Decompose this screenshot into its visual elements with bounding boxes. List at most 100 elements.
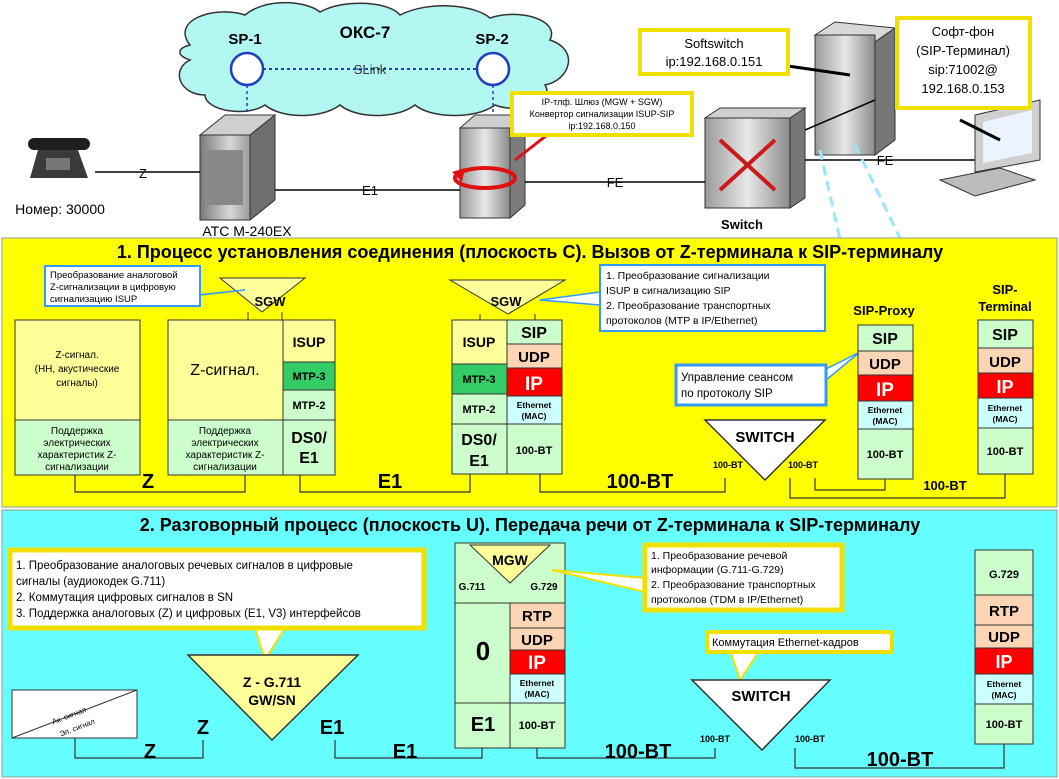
sip-terminal-label-2: Terminal	[978, 299, 1031, 314]
atc-cabinet-icon	[198, 113, 277, 222]
gw-ds0: DS0/	[461, 432, 497, 449]
cloud-title: ОКС-7	[340, 23, 391, 42]
s2-switch-bt-right: 100-BT	[795, 734, 826, 744]
switch-icon	[703, 107, 807, 209]
atc-mtp3-cell	[282, 361, 336, 391]
s1-switch-triangle	[703, 419, 827, 482]
s2-rtp: RTP	[522, 608, 552, 625]
s2-t-rtp-cell	[974, 594, 1034, 626]
zterm-bottom-3: характеристик Z-	[38, 450, 117, 461]
s1-link-bt	[539, 474, 726, 493]
switch-label: Switch	[721, 217, 763, 232]
s2-t-ip-cell	[974, 647, 1034, 675]
softphone-callout	[895, 16, 1032, 110]
s1-link-e1	[299, 474, 471, 493]
proxy-eth-2: (MAC)	[872, 416, 897, 426]
atc-isup: ISUP	[293, 334, 326, 350]
gateway-line3: ip:192.168.0.150	[568, 121, 635, 131]
sip-callout	[674, 363, 828, 407]
term-eth-2: (MAC)	[992, 414, 1017, 424]
link-fe2-label: FE	[877, 153, 894, 168]
gw-bt: 100-BT	[516, 445, 553, 457]
gateway-server-icon	[452, 113, 527, 220]
s2-bt-cell	[509, 702, 566, 749]
s2-t-g729: G.729	[989, 569, 1019, 581]
section2-title: 2. Разговорный процесс (плоскость U). Пе…	[140, 515, 921, 535]
atc-mtp2-cell	[282, 389, 336, 421]
atc-bottom-3: характеристик Z-	[186, 450, 265, 461]
s2-t-g729-cell	[974, 549, 1034, 596]
s2-mgw-label: MGW	[492, 552, 529, 568]
s2-link-e1	[334, 740, 483, 759]
gw-mtp3-cell	[451, 363, 508, 395]
zterm-top-2: (НН, акустические	[35, 364, 120, 375]
zterm-top-cell	[14, 319, 141, 421]
softswitch-line1: Softswitch	[684, 36, 743, 51]
atc-bottom-4: сигнализации	[193, 462, 257, 473]
s2-gwsn-e1: E1	[320, 717, 344, 739]
sgw1-label: SGW	[254, 294, 286, 309]
s2-udp: UDP	[521, 632, 553, 649]
gw-e1: E1	[469, 453, 489, 470]
gw-ds0-cell	[451, 423, 508, 475]
s1-switch-bt-left: 100-BT	[713, 460, 744, 470]
s2-e1: E1	[471, 714, 495, 736]
s2-link-e1-label: E1	[393, 741, 417, 763]
sgw2-callout-2: ISUP в сигнализацию SIP	[606, 285, 731, 297]
s2-t-bt-cell	[974, 703, 1034, 745]
s1-switch-bt-right: 100-BT	[788, 460, 819, 470]
sip-callout-1: Управление сеансом	[681, 372, 793, 384]
s1-link-proxy	[814, 478, 886, 491]
sgw2-callout-4: протоколов (MTP в IP/Ethernet)	[606, 315, 757, 327]
term-bt: 100-BT	[987, 446, 1024, 458]
s2-ip-cell	[509, 649, 566, 675]
sip-callout-2: по протоколу SIP	[681, 388, 773, 400]
sgw1-callout-1: Преобразование аналоговой	[50, 270, 178, 281]
s1-link-z	[74, 475, 246, 493]
atc-ds0-cell	[282, 419, 336, 476]
s2-mgw-callout-2: информации (G.711-G.729)	[651, 564, 784, 576]
s2-t-rtp: RTP	[989, 603, 1019, 620]
term-eth-1: Ethernet	[988, 403, 1023, 413]
atc-bottom-cell	[167, 419, 284, 476]
link-fe1-label: FE	[607, 175, 624, 190]
gw-ip: IP	[525, 374, 543, 395]
gw-mtp2: MTP-2	[463, 404, 496, 416]
sgw1-triangle	[218, 277, 307, 313]
sgw1-callout	[44, 265, 201, 307]
softphone-line1: Софт-фон	[932, 24, 994, 39]
link-softswitch-switch	[804, 99, 876, 131]
proxy-eth-1: Ethernet	[868, 405, 903, 415]
phone-number: Номер: 30000	[15, 201, 105, 217]
s2-switch-callout-text: Коммутация Ethernet-кадров	[712, 637, 859, 649]
atc-bottom-2: электрических	[191, 438, 258, 449]
gw-eth-1: Ethernet	[517, 400, 552, 410]
s2-mgw-callout-3: 2. Преобразование транспортных	[651, 579, 816, 591]
proxy-sip: SIP	[872, 331, 898, 348]
sgw1-callout-3: сигнализацию ISUP	[50, 294, 137, 305]
sp2-node	[475, 51, 511, 87]
softswitch-server-icon	[813, 21, 897, 156]
phone-icon	[28, 138, 90, 178]
sgw2-callout-1: 1. Преобразование сигнализации	[606, 270, 770, 282]
softphone-line2: (SIP-Терминал)	[916, 43, 1010, 58]
s2-switch-callout	[705, 630, 894, 654]
gw-udp-cell	[506, 343, 563, 369]
softphone-pc-icon	[938, 99, 1041, 197]
link-z-top-label: Z	[139, 166, 147, 181]
atc-z-label: Z-сигнал.	[190, 362, 259, 379]
s1-link-z-label: Z	[142, 471, 154, 493]
s1-link-bt2	[789, 474, 1006, 499]
zterm-top-1: Z-сигнал.	[55, 350, 98, 361]
s1-switch-label: SWITCH	[735, 429, 794, 446]
zterm-bottom-2: электрических	[43, 438, 110, 449]
s2-rtp-cell	[509, 602, 566, 629]
gw-isup: ISUP	[463, 334, 496, 350]
s2-link-bt-label: 100-BT	[605, 741, 672, 763]
zterm-top-3: сигналы)	[56, 378, 98, 389]
gw-eth-2: (MAC)	[521, 411, 546, 421]
sip-proxy-label: SIP-Proxy	[853, 303, 915, 318]
sgw2-triangle	[448, 279, 567, 315]
s2-gwsn-line1: Z - G.711	[243, 674, 302, 690]
atc-ds0: DS0/	[291, 430, 327, 447]
